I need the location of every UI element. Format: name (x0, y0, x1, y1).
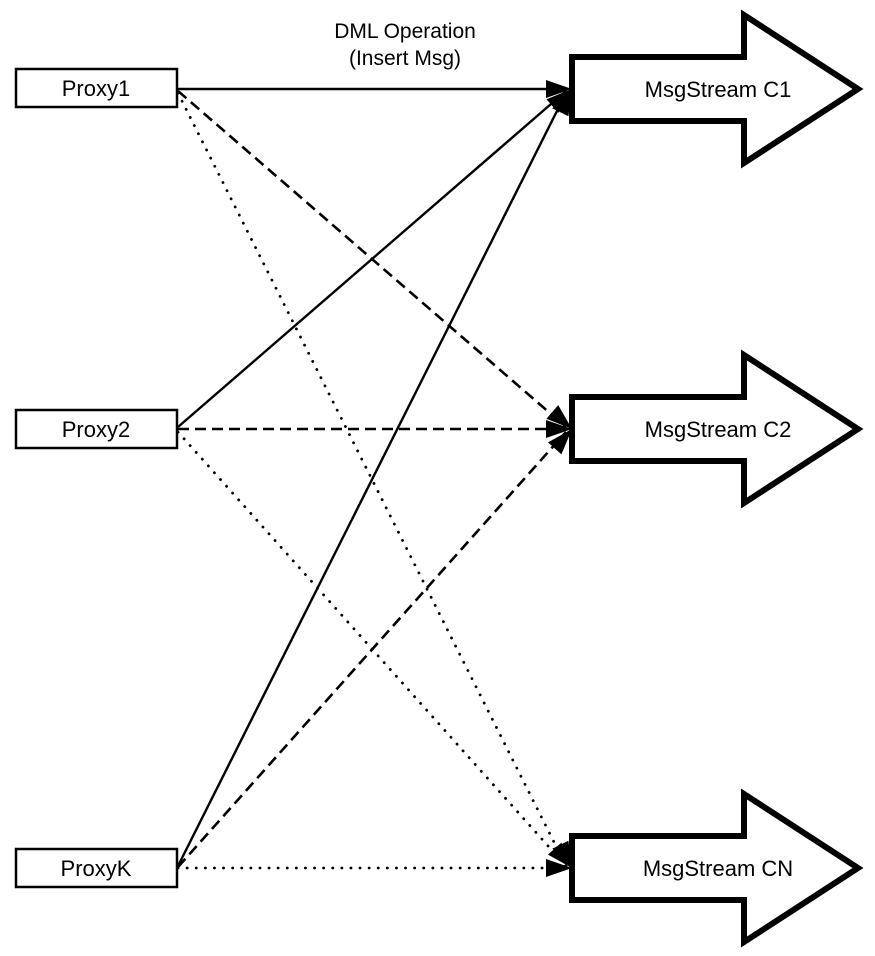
msgstream-node-c2[interactable]: MsgStream C2 (569, 349, 864, 509)
edge-proxyk-to-stream-c1 (176, 92, 568, 867)
arrowhead-edge-proxy2-c1 (546, 89, 572, 113)
msgstream-arrow-shape-c1[interactable] (569, 9, 864, 169)
arrowhead-edge-proxyk-c1 (552, 89, 572, 117)
edge-label-group: DML Operation (Insert Msg) (334, 20, 476, 70)
msgstream-arrow-shape-cn[interactable] (569, 788, 864, 948)
arrowhead-group-stream-cn (546, 840, 572, 877)
proxy-box-2[interactable] (14, 408, 179, 450)
proxy-label-2: Proxy2 (62, 417, 130, 442)
arrowhead-edge-proxy2-c2 (546, 420, 572, 438)
arrowhead-edge-proxy1-c2 (546, 405, 572, 429)
arrowhead-edge-proxy2-cn (547, 842, 572, 868)
arrowhead-group-stream-c2 (546, 405, 572, 455)
proxy-label-1: Proxy1 (62, 76, 130, 101)
msgstream-node-cn[interactable]: MsgStream CN (569, 788, 864, 948)
edge-proxyk-to-stream-c2 (177, 431, 567, 868)
arrowhead-group-stream-c1 (546, 80, 572, 117)
msgstream-label-c1: MsgStream C1 (645, 77, 792, 102)
msgstream-arrow-shape-c2[interactable] (569, 349, 864, 509)
arrowhead-edge-proxy1-c1 (546, 80, 572, 98)
edge-label-line-1: DML Operation (334, 20, 476, 43)
proxy-node-2[interactable]: Proxy2 (14, 408, 179, 450)
msgstream-node-c1[interactable]: MsgStream C1 (569, 9, 864, 169)
edge-label-line-2: (Insert Msg) (349, 47, 461, 70)
proxy-node-1[interactable]: Proxy1 (14, 67, 179, 109)
proxy-node-k[interactable]: ProxyK (14, 847, 179, 889)
msgstream-label-c2: MsgStream C2 (645, 417, 792, 442)
edge-layer (176, 87, 568, 870)
proxy-label-k: ProxyK (61, 856, 132, 881)
arrowhead-edge-proxyk-c2 (547, 429, 572, 455)
arrowhead-layer (546, 80, 572, 877)
msgstream-label-cn: MsgStream CN (643, 856, 793, 881)
arrowhead-edge-proxyk-cn (546, 859, 572, 877)
proxy-layer: Proxy1 Proxy2 ProxyK (14, 67, 179, 889)
proxy-box-1[interactable] (14, 67, 179, 109)
proxy-box-k[interactable] (14, 847, 179, 889)
stream-layer: MsgStream C1 MsgStream C2 MsgStream CN (569, 9, 864, 948)
edge-proxy2-to-stream-c1 (177, 90, 567, 428)
